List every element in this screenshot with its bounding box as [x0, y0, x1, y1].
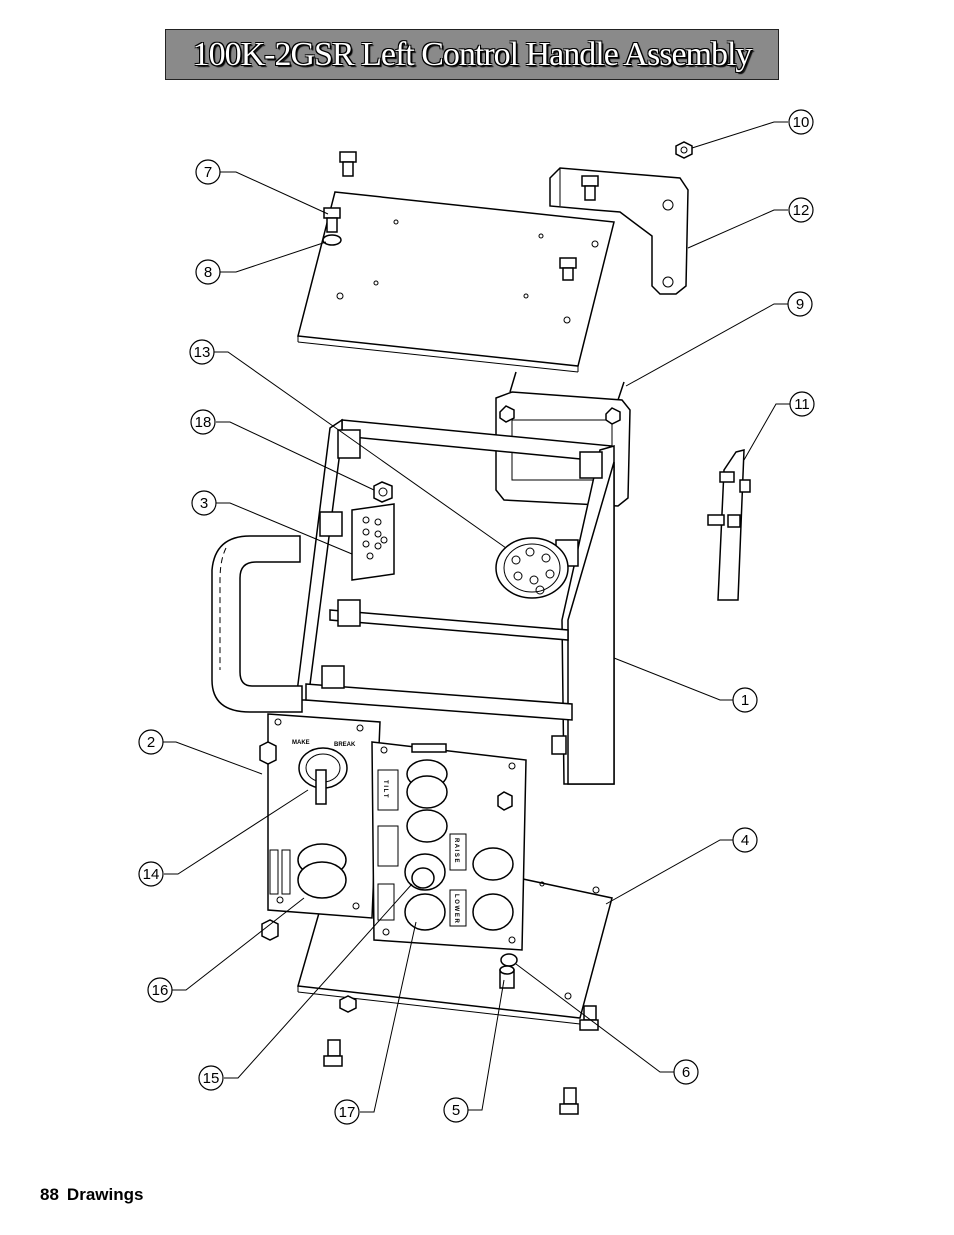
right-control-panel: T I L T R A I S E L O W E R	[371, 741, 527, 951]
callout-13: 13	[189, 339, 215, 365]
nut-bottom-left	[339, 995, 357, 1013]
leader-lines	[162, 121, 790, 1113]
callout-label: 15	[203, 1070, 220, 1087]
callout-9: 9	[787, 291, 813, 317]
callout-3: 3	[191, 490, 217, 516]
callout-label: 7	[204, 164, 212, 181]
callout-1: 1	[732, 687, 758, 713]
callout-label: 18	[195, 414, 212, 431]
break-label: BREAK	[334, 742, 356, 748]
callout-label: 2	[147, 734, 155, 751]
page-number: 88	[40, 1185, 59, 1204]
callout-label: 14	[143, 866, 160, 883]
callout-label: 13	[194, 344, 211, 361]
callout-label: 1	[741, 692, 749, 709]
bolt-top-left	[339, 151, 357, 177]
callout-label: 8	[204, 264, 212, 281]
tilt-label: T I L T	[382, 780, 388, 798]
nut-item-16	[261, 919, 279, 941]
callout-label: 6	[682, 1064, 690, 1081]
callout-16: 16	[147, 977, 173, 1003]
bolt-item-7	[322, 207, 342, 246]
callout-label: 5	[452, 1102, 460, 1119]
callout-11: 11	[789, 391, 815, 417]
side-plate	[707, 449, 751, 601]
top-mounting-plate	[297, 191, 615, 373]
callout-label: 3	[200, 495, 208, 512]
page-footer: 88 Drawings	[40, 1185, 151, 1205]
bolt-plate-right	[559, 257, 577, 281]
connector-item-18	[373, 481, 393, 503]
page-title: 100K-2GSR Left Control Handle Assembly	[192, 35, 753, 73]
main-housing	[295, 418, 615, 785]
callout-label: 17	[339, 1104, 356, 1121]
make-label: MAKE	[292, 740, 310, 746]
lower-label: L O W E R	[453, 894, 459, 924]
nut-item-2	[259, 741, 277, 765]
bolt-bottom-center	[559, 1087, 579, 1115]
nut-item-10	[675, 141, 693, 159]
title-banner: 100K-2GSR Left Control Handle Assembly	[165, 29, 779, 80]
callout-17: 17	[334, 1099, 360, 1125]
callout-label: 11	[794, 396, 810, 413]
round-connector	[495, 537, 569, 599]
callout-15: 15	[198, 1065, 224, 1091]
terminal-block	[351, 503, 395, 581]
callout-7: 7	[195, 159, 221, 185]
callout-18: 18	[190, 409, 216, 435]
callout-label: 9	[796, 296, 804, 313]
callout-6: 6	[673, 1059, 699, 1085]
bolt-bracket	[581, 175, 599, 201]
raise-label: R A I S E	[453, 838, 459, 863]
callout-12: 12	[788, 197, 814, 223]
callout-4: 4	[732, 827, 758, 853]
washer-item-6	[500, 953, 518, 967]
handle-loop	[211, 535, 303, 713]
callout-5: 5	[443, 1097, 469, 1123]
callout-14: 14	[138, 861, 164, 887]
callout-label: 16	[152, 982, 169, 999]
callout-label: 4	[741, 832, 749, 849]
callout-10: 10	[788, 109, 814, 135]
section-name: Drawings	[66, 1185, 144, 1204]
callout-label: 12	[793, 202, 810, 219]
bolt-bottom-left	[323, 1039, 343, 1067]
bolt-item-5	[499, 965, 515, 989]
left-control-panel: MAKE BREAK	[267, 713, 381, 919]
callout-2: 2	[138, 729, 164, 755]
callout-8: 8	[195, 259, 221, 285]
callout-label: 10	[793, 114, 810, 131]
